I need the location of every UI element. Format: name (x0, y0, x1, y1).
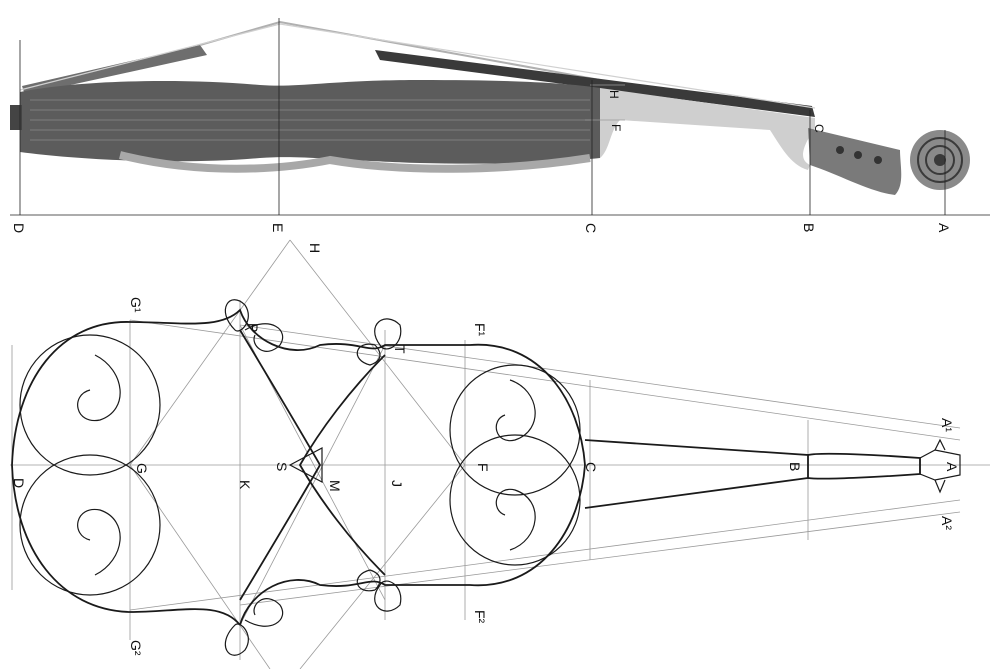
label-p: P (245, 323, 261, 332)
top-label-d: D (11, 223, 27, 233)
violin-side-view: H F C (10, 20, 970, 195)
violin-body-outline (11, 299, 586, 656)
label-g: G (134, 463, 150, 474)
label-d: D (11, 478, 27, 488)
top-label-b: B (801, 223, 817, 232)
label-h: H (307, 243, 323, 253)
label-m: M (327, 480, 343, 492)
strings (19, 23, 816, 109)
top-label-a: A (936, 223, 952, 233)
mark-c: C (812, 124, 826, 133)
label-a: A (944, 462, 960, 472)
label-f1: F¹ (472, 323, 488, 337)
tailpiece (22, 45, 207, 95)
violin-belly (119, 151, 591, 173)
violin-neck (600, 88, 815, 170)
label-k: K (237, 480, 253, 490)
mark-h: H (607, 90, 621, 99)
label-a2: A² (939, 516, 955, 530)
violin-body-ribs (20, 80, 600, 164)
label-c: C (583, 462, 599, 472)
label-g2: G² (128, 640, 144, 656)
violin-neck-plan (584, 438, 961, 509)
label-f2: F² (472, 610, 488, 624)
label-g1: G¹ (128, 297, 144, 313)
label-s: S (274, 462, 290, 471)
fingerboard (375, 50, 815, 117)
pegbox (808, 128, 902, 195)
top-reference-lines (10, 18, 990, 216)
mark-f: F (609, 124, 623, 131)
label-t: T (392, 345, 408, 354)
end-button (10, 105, 22, 130)
label-f: F (475, 463, 491, 472)
wood-grain (30, 99, 590, 141)
scroll (910, 130, 970, 190)
label-j: J (389, 480, 405, 487)
pegs (836, 146, 882, 164)
top-label-c: C (583, 223, 599, 233)
label-a1: A¹ (939, 418, 955, 432)
top-label-e: E (270, 223, 286, 232)
label-b: B (787, 462, 803, 471)
